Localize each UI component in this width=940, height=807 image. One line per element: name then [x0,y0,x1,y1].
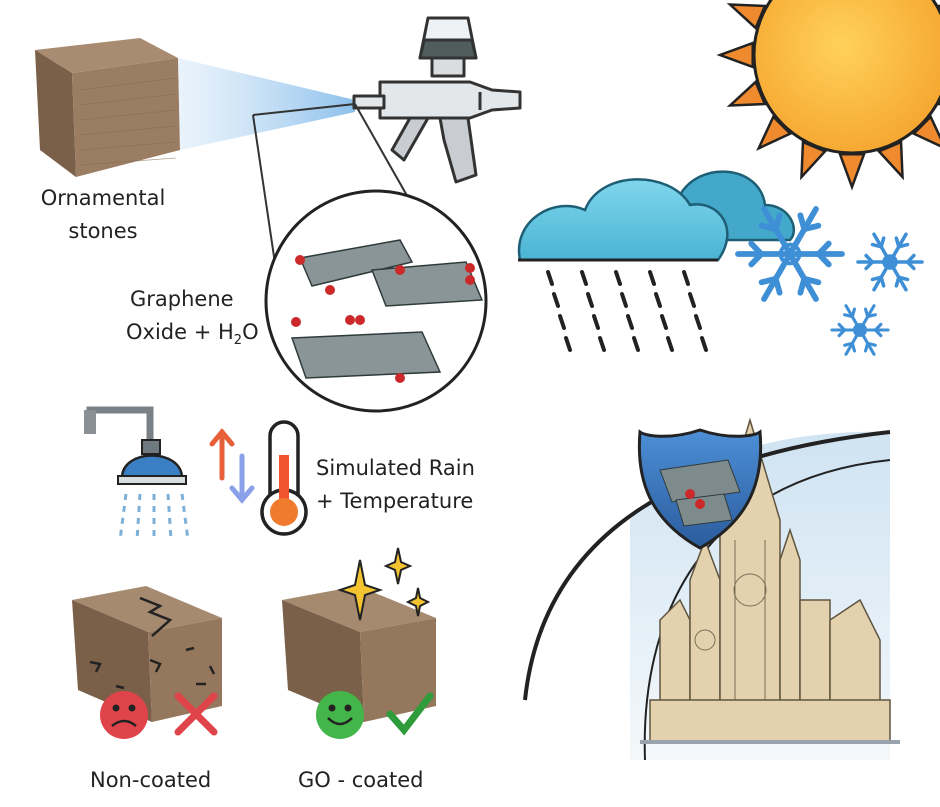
raindrop [598,336,606,352]
raindrop [586,292,594,308]
raindrop [552,292,560,308]
up-down-arrows-icon [209,428,255,504]
raindrop [688,292,696,308]
shower-drop [180,493,190,541]
rain-cloud-icon [517,170,796,352]
shower-drop [135,493,142,541]
ornamental-line-1: Ornamental [40,186,166,210]
raindrop [564,336,572,352]
sun-icon [716,0,940,191]
sad-face-icon [100,691,148,739]
non-coated-stone [72,586,222,722]
ornamental-stones-label: Ornamental stones [28,182,178,248]
sparkle-icon [336,547,431,621]
snowflake-icon [735,206,924,356]
thermometer-icon [260,420,308,536]
raindrop [666,336,674,352]
non-coated-label: Non-coated [90,768,212,792]
shower-icon [84,406,190,541]
simulated-rain-label: Simulated Rain + Temperature [316,452,475,518]
go-line-2-sub: 2 [233,333,243,349]
sun-ray [716,41,754,69]
snowflake [735,206,845,302]
snowflake [856,232,924,292]
raindrop [614,270,622,286]
raindrop [654,292,662,308]
raindrop [660,314,668,330]
raindrop [546,270,554,286]
raindrop [592,314,600,330]
raindrop [626,314,634,330]
raindrop [620,292,628,308]
check-icon [386,692,434,736]
shield-icon [637,428,763,550]
cathedral-icon [649,417,891,743]
go-coated-label: GO - coated [298,768,424,792]
cross-icon [174,692,218,736]
spray-gun-icon [352,16,522,184]
sun-ray [838,153,866,191]
rain-line-1: Simulated Rain [316,456,475,480]
molecules [291,255,475,383]
raindrop [580,270,588,286]
go-line-2: Oxide + H2O [126,316,259,357]
raindrop [558,314,566,330]
happy-face-icon [316,691,364,739]
snowflake [830,304,890,356]
graphene-oxide-label: Graphene Oxide + H2O [126,283,259,357]
raindrop [648,270,656,286]
rain-line-2: + Temperature [316,489,474,513]
go-line-2-suffix: O [242,320,259,344]
go-line-2-prefix: Oxide + H [126,320,234,344]
raindrops [546,270,708,352]
raindrop [694,314,702,330]
raindrop [632,336,640,352]
raindrop [682,270,690,286]
raindrop [700,336,708,352]
ornamental-stone [35,38,180,177]
shower-drop [118,493,128,541]
graphene-oxide-zoom [264,189,488,413]
shower-drop [166,493,173,541]
go-line-1: Graphene [130,287,234,311]
spray-cone [178,58,355,150]
ornamental-line-2: stones [68,219,138,243]
cathedral-scene [523,417,900,761]
